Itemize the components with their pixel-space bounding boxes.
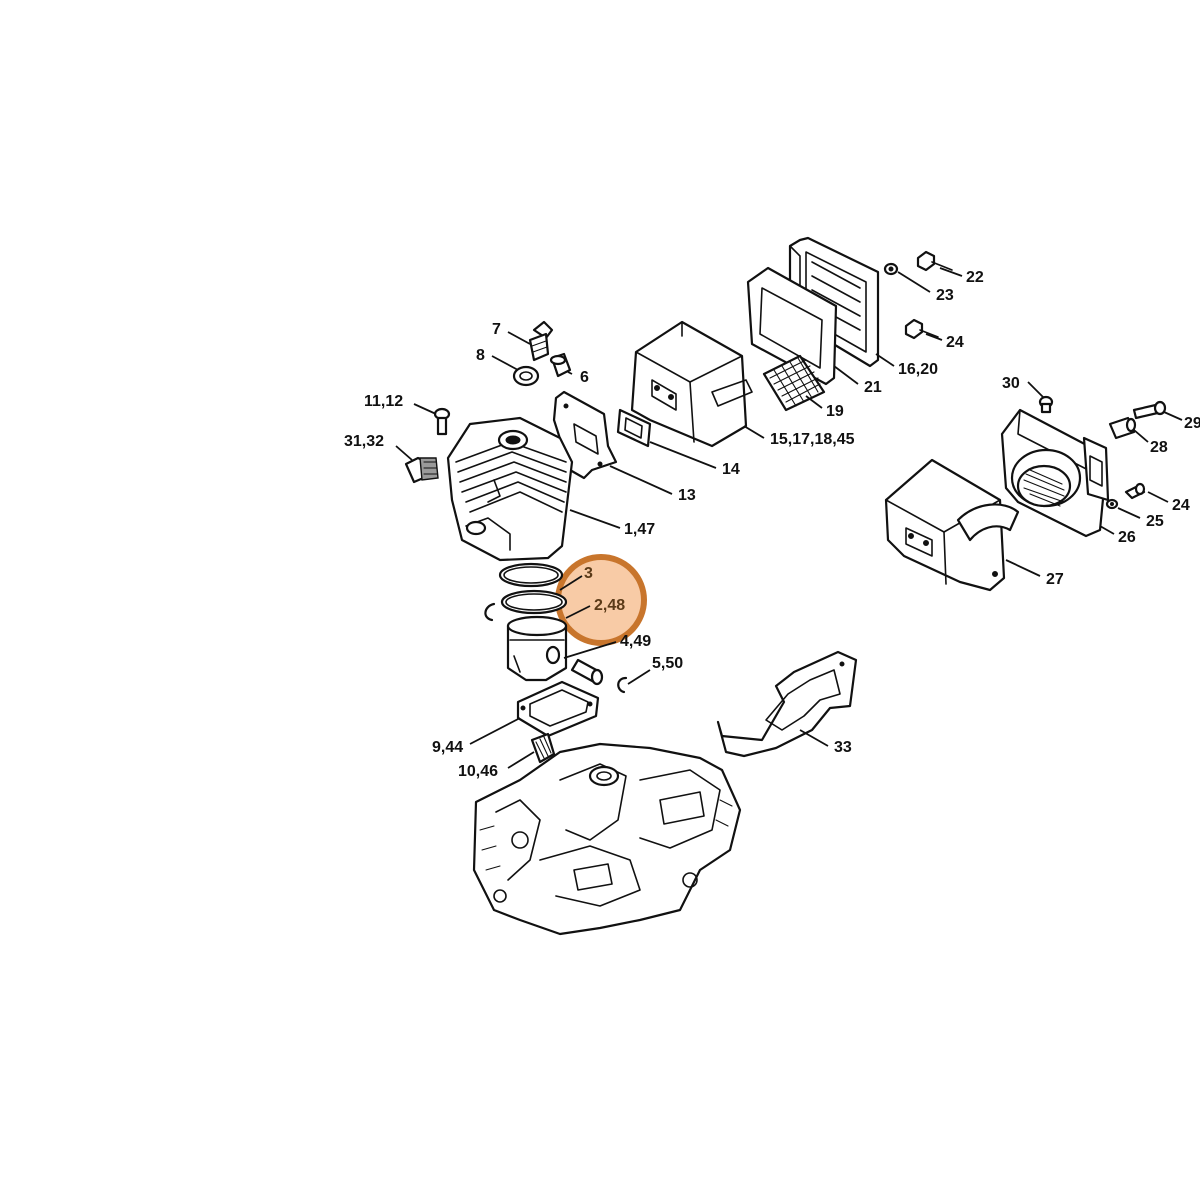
callout-11-12[interactable]: 11,12 <box>364 393 403 410</box>
callout-1-47[interactable]: 1,47 <box>624 521 655 538</box>
bolt-29-part[interactable] <box>1132 400 1167 420</box>
washer-25-part[interactable] <box>1105 498 1119 510</box>
callout-7[interactable]: 7 <box>492 321 501 338</box>
callout-29[interactable]: 29 <box>1184 415 1200 432</box>
callout-15-17-18-45[interactable]: 15,17,18,45 <box>770 431 855 448</box>
callout-5-50[interactable]: 5,50 <box>652 655 683 672</box>
needle-cage-part[interactable] <box>530 732 556 764</box>
washer-23-part[interactable] <box>883 262 899 276</box>
callout-8[interactable]: 8 <box>476 347 485 364</box>
circlip-left-part[interactable] <box>484 602 496 622</box>
screw-24a-part[interactable] <box>904 318 939 340</box>
callout-6[interactable]: 6 <box>580 369 589 386</box>
ring-8-part[interactable] <box>512 365 540 387</box>
callout-2-48[interactable]: 2,48 <box>594 597 625 614</box>
muffler-body-part[interactable] <box>630 320 753 448</box>
callout-9-44[interactable]: 9,44 <box>432 739 463 756</box>
callout-24-lower[interactable]: 24 <box>1172 497 1190 514</box>
screw-22-part[interactable] <box>916 250 953 272</box>
callout-28[interactable]: 28 <box>1150 439 1168 456</box>
callout-26[interactable]: 26 <box>1118 529 1136 546</box>
callout-labels: 22 23 24 16,20 21 19 15,17,18,45 14 13 7… <box>344 269 1200 780</box>
callout-25[interactable]: 25 <box>1146 513 1164 530</box>
callout-4-49[interactable]: 4,49 <box>620 633 651 650</box>
callout-24-upper[interactable]: 24 <box>946 334 964 351</box>
muffler-27-part[interactable] <box>884 458 1020 592</box>
callout-13[interactable]: 13 <box>678 487 696 504</box>
gasket-14-part[interactable] <box>616 408 652 448</box>
piston-ring-3-part[interactable] <box>498 562 564 588</box>
callout-14[interactable]: 14 <box>722 461 740 478</box>
callout-27[interactable]: 27 <box>1046 571 1064 588</box>
callout-3[interactable]: 3 <box>584 565 593 582</box>
piston-pin-part[interactable] <box>570 658 604 686</box>
cylinder-part[interactable] <box>446 416 574 562</box>
piston-part[interactable] <box>506 615 568 682</box>
piston-ring-2-48-part[interactable] <box>500 589 568 615</box>
screw-30-part[interactable] <box>1038 395 1054 414</box>
plug-6-part[interactable] <box>549 352 572 378</box>
callout-21[interactable]: 21 <box>864 379 882 396</box>
cylinder-gasket-part[interactable] <box>516 680 600 738</box>
callout-33[interactable]: 33 <box>834 739 852 756</box>
decompression-valve-7-part[interactable] <box>528 320 554 362</box>
sleeve-28-part[interactable] <box>1108 416 1137 440</box>
screw-11-12-part[interactable] <box>433 407 451 436</box>
screw-24b-part[interactable] <box>1124 482 1146 500</box>
gasket-33-part[interactable] <box>716 650 858 758</box>
callout-10-46[interactable]: 10,46 <box>458 763 498 780</box>
callout-22[interactable]: 22 <box>966 269 984 286</box>
callout-30[interactable]: 30 <box>1002 375 1020 392</box>
muffler-cover-26-part[interactable] <box>1000 408 1110 538</box>
callout-23[interactable]: 23 <box>936 287 954 304</box>
callout-19[interactable]: 19 <box>826 403 844 420</box>
callout-31-32[interactable]: 31,32 <box>344 433 384 450</box>
gasket-21-part[interactable] <box>746 266 838 386</box>
leader-lines <box>395 267 1183 769</box>
circlip-right-part[interactable] <box>617 676 628 694</box>
spark-plug-31-32-part[interactable] <box>404 456 439 484</box>
callout-16-20[interactable]: 16,20 <box>898 361 938 378</box>
crankcase-part[interactable] <box>472 742 742 936</box>
spark-screen-19-part[interactable] <box>762 354 826 412</box>
